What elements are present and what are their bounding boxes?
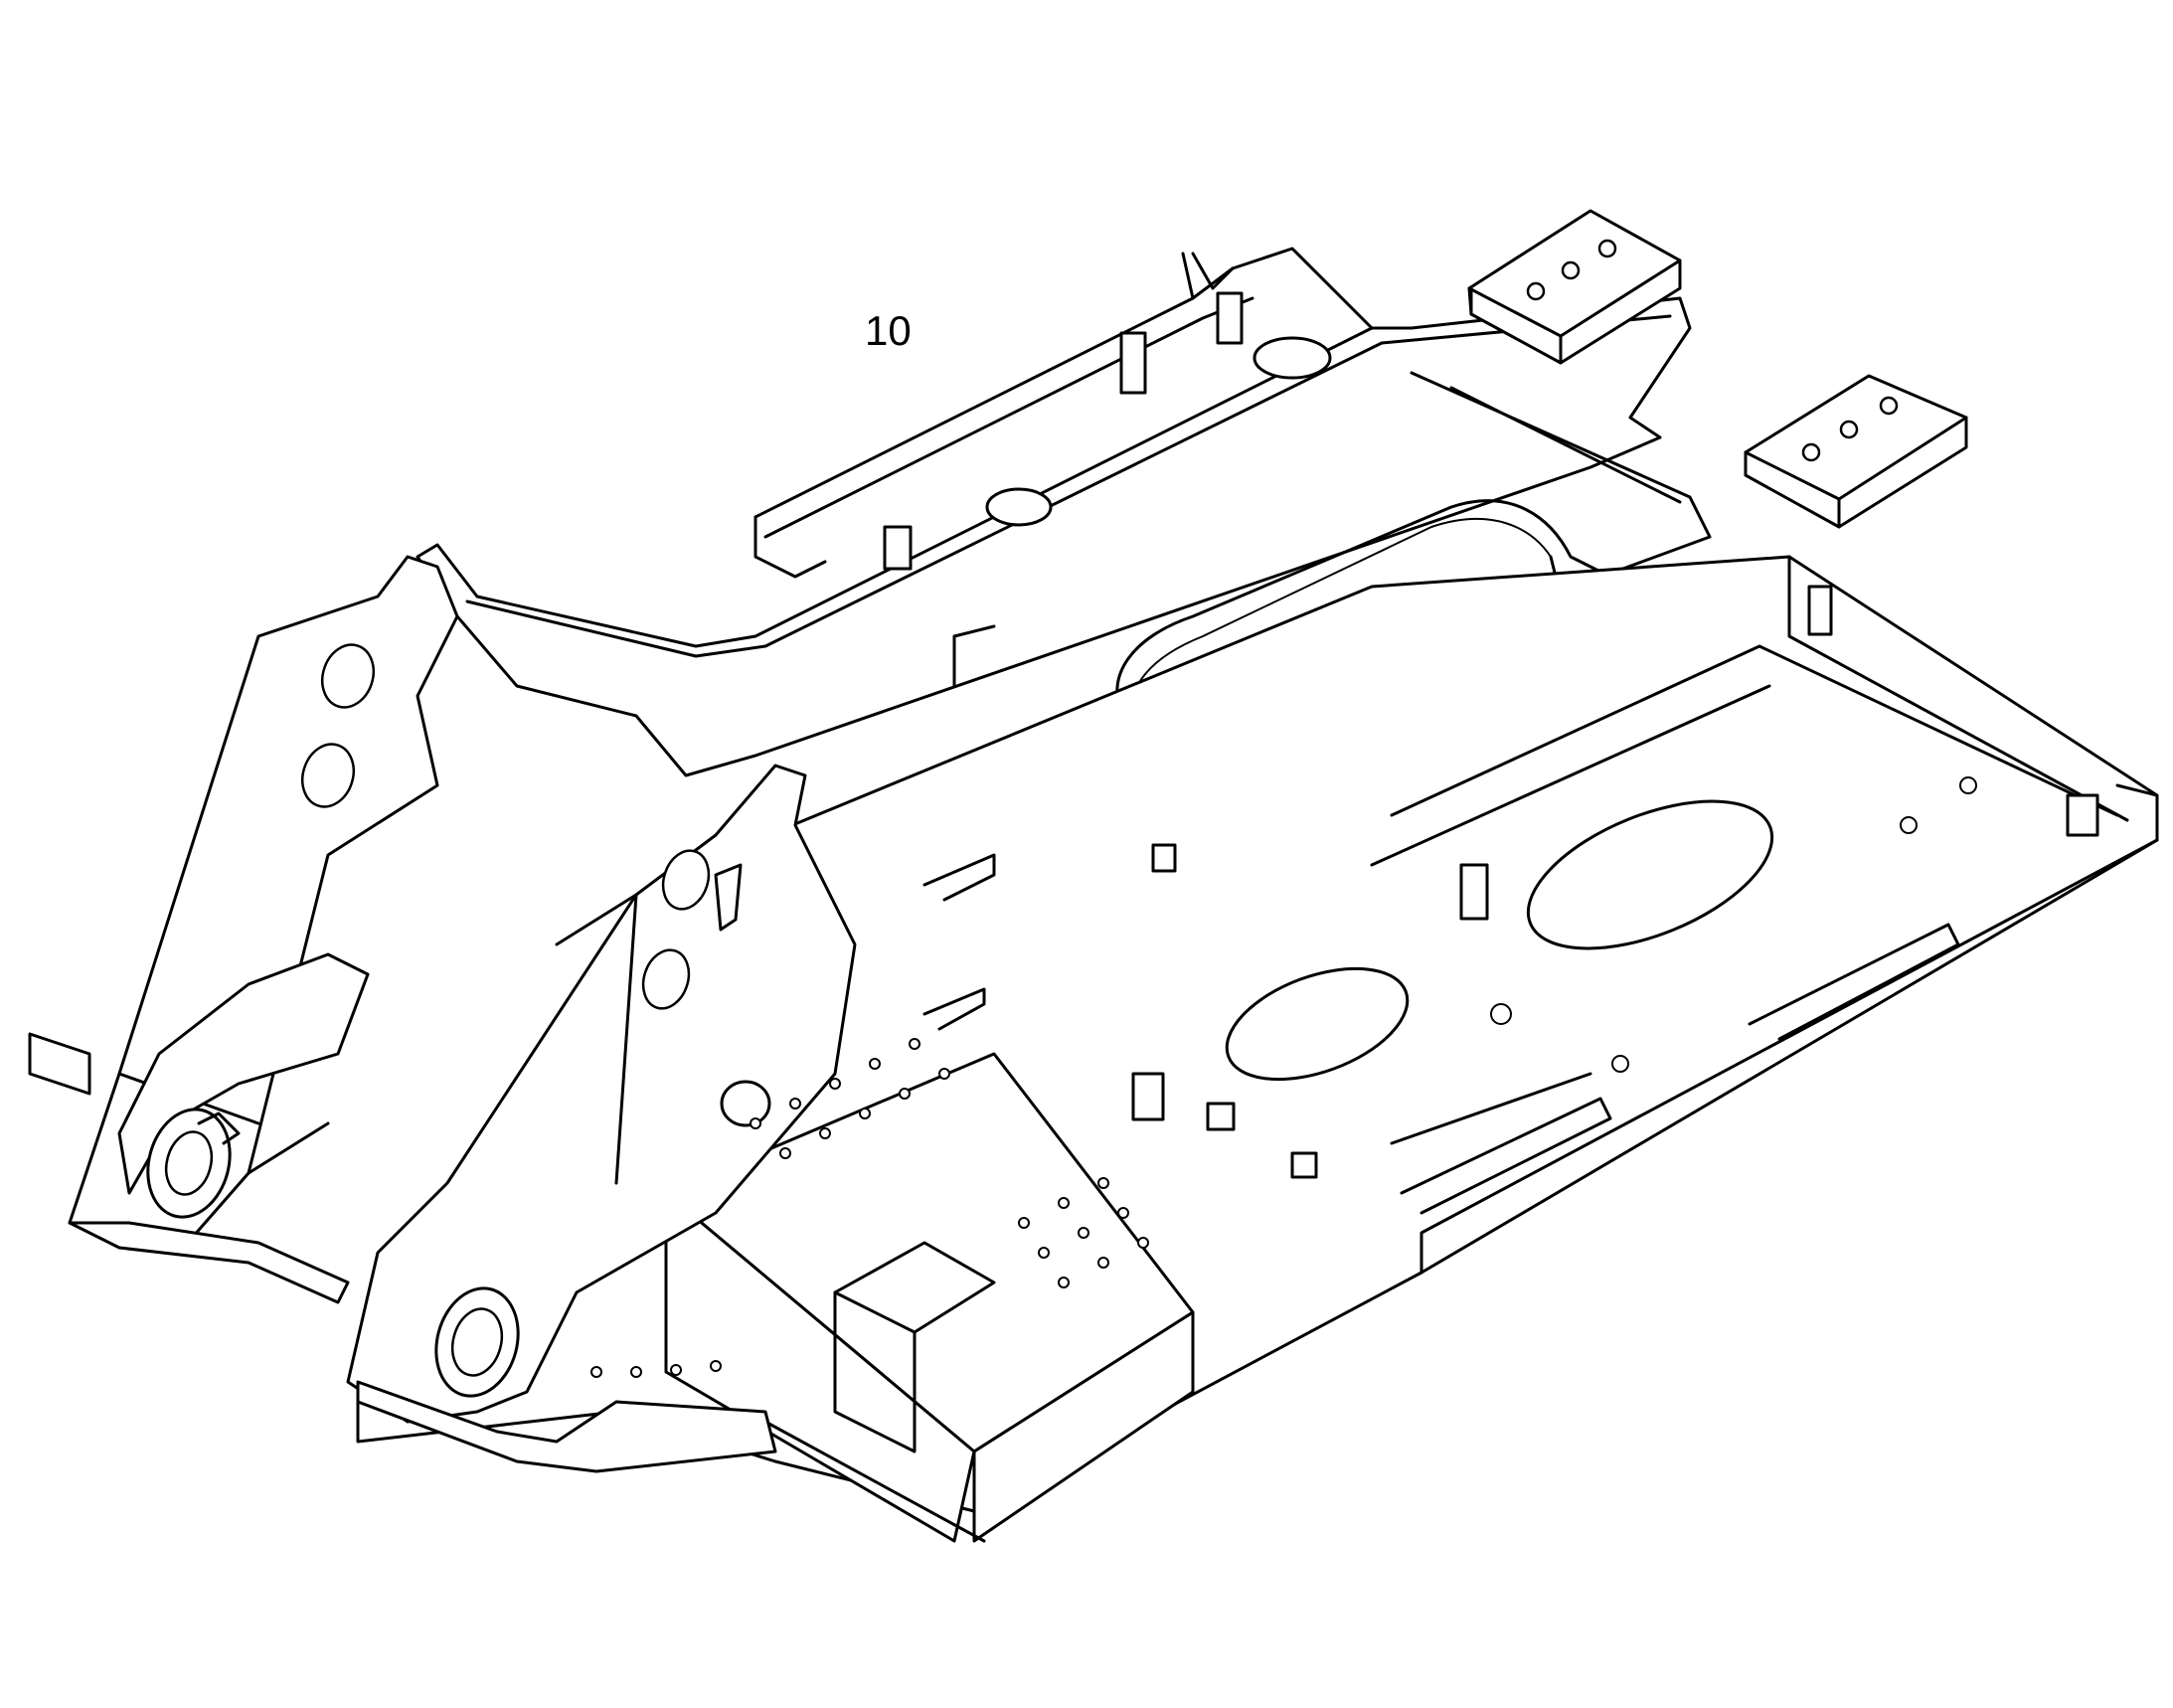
- pivot-lug: [117, 952, 370, 1219]
- brackets: [922, 585, 2099, 1179]
- mount-pad-top-right: [1744, 374, 1968, 529]
- callout-label: 10: [865, 307, 912, 354]
- upper-ring-frame: [416, 296, 1712, 777]
- boom-tower-front: [346, 764, 857, 1424]
- front-step-box: [664, 1052, 1195, 1543]
- hole-pattern: [590, 776, 1977, 1378]
- boom-tower-rear: [28, 555, 459, 1255]
- rear-rail: [753, 247, 1374, 579]
- mount-pad-top-left: [1467, 209, 1682, 365]
- bottom-skid-plate: [68, 1221, 777, 1473]
